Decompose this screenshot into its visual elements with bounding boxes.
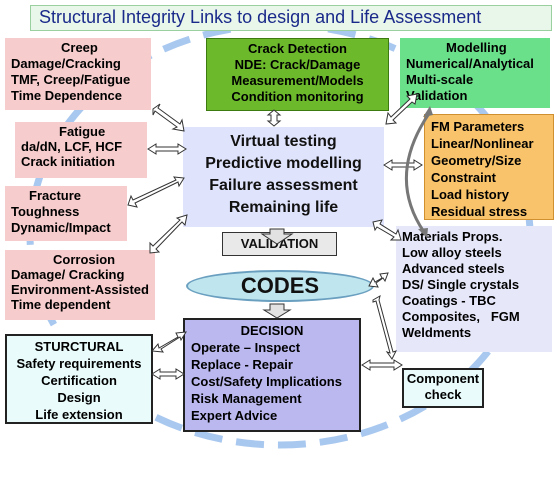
crack-detection-line: Measurement/Models: [231, 73, 364, 88]
structural-heading: STURCTURAL: [34, 339, 124, 354]
corrosion-box: Corrosion Damage/ Cracking Environment-A…: [5, 250, 155, 320]
creep-heading: Creep: [61, 40, 98, 55]
crack-detection-line: Condition monitoring: [231, 89, 364, 104]
fracture-line: Dynamic/Impact: [11, 220, 111, 235]
fatigue-box: Fatigue da/dN, LCF, HCF Crack initiation: [15, 122, 147, 178]
component-check-box: Component check: [402, 368, 484, 408]
crack-detection-heading: Crack Detection: [248, 41, 347, 56]
arrow-decision-component: [361, 359, 403, 371]
decision-line: Risk Management: [191, 391, 302, 406]
structural-line: Design: [57, 390, 101, 405]
fm-line: Constraint: [431, 170, 496, 185]
decision-line: Expert Advice: [191, 408, 278, 423]
virtual-line: Remaining life: [228, 199, 339, 216]
validation-box: VALIDATION: [222, 232, 337, 256]
arrow-fm-virtual: [383, 159, 423, 171]
creep-line: Time Dependence: [11, 88, 123, 103]
modelling-line: Multi-scale: [406, 72, 474, 87]
arrow-codes-decision: [262, 303, 292, 319]
component-line: Component: [406, 371, 480, 386]
component-line: check: [424, 387, 462, 402]
arrow-decision-structural: [151, 368, 185, 380]
corrosion-line: Time dependent: [11, 297, 111, 312]
fatigue-line: Crack initiation: [21, 154, 115, 169]
modelling-line: Numerical/Analytical: [406, 56, 534, 71]
fm-parameters-box: FM Parameters Linear/Nonlinear Geometry/…: [424, 114, 554, 220]
arrow-crack-virtual: [266, 109, 282, 127]
arrow-structural-decision: [150, 331, 187, 353]
materials-line: Advanced steels: [402, 261, 505, 276]
corrosion-line: Environment-Assisted: [11, 282, 149, 297]
modelling-line: Validation: [406, 88, 468, 103]
fm-line: Residual stress: [431, 204, 528, 219]
corrosion-line: Damage/ Cracking: [11, 267, 125, 282]
arrow-corrosion-virtual: [149, 214, 188, 254]
structural-line: Safety requirements: [16, 356, 142, 371]
materials-heading: Materials Props.: [402, 229, 503, 244]
creep-box: Creep Damage/Cracking TMF, Creep/Fatigue…: [5, 38, 151, 110]
modelling-box: Modelling Numerical/Analytical Multi-sca…: [400, 38, 550, 108]
fracture-box: Fracture Toughness Dynamic/Impact: [5, 186, 127, 241]
arrow-creep-virtual: [152, 103, 185, 132]
creep-line: TMF, Creep/Fatigue: [11, 72, 131, 87]
decision-box: DECISION Operate – Inspect Replace - Rep…: [183, 318, 361, 432]
materials-line: DS/ Single crystals: [402, 277, 520, 292]
fracture-line: Toughness: [11, 204, 80, 219]
crack-detection-box: Crack Detection NDE: Crack/Damage Measur…: [206, 38, 389, 111]
decision-line: Operate – Inspect: [191, 340, 301, 355]
decision-line: Cost/Safety Implications: [191, 374, 342, 389]
virtual-line: Virtual testing: [230, 133, 337, 150]
codes-ellipse: CODES: [186, 270, 374, 302]
arrow-materials-component: [372, 294, 397, 360]
modelling-heading: Modelling: [446, 40, 507, 55]
fm-line: Linear/Nonlinear: [431, 136, 534, 151]
virtual-line: Predictive modelling: [205, 155, 362, 172]
materials-box: Materials Props. Low alloy steels Advanc…: [396, 226, 552, 352]
fatigue-line: da/dN, LCF, HCF: [21, 139, 123, 154]
materials-line: Weldments: [402, 325, 472, 340]
materials-line: Low alloy steels: [402, 245, 502, 260]
materials-line: Coatings - TBC: [402, 293, 496, 308]
decision-line: Replace - Repair: [191, 357, 293, 372]
corrosion-heading: Corrosion: [53, 252, 116, 267]
fracture-heading: Fracture: [29, 188, 82, 203]
arrow-fatigue-virtual: [147, 143, 187, 155]
materials-line: Composites, FGM: [402, 309, 520, 324]
fm-line: Load history: [431, 187, 510, 202]
fatigue-heading: Fatigue: [59, 124, 106, 139]
structural-line: Life extension: [35, 407, 123, 422]
fm-heading: FM Parameters: [431, 119, 525, 134]
crack-detection-line: NDE: Crack/Damage: [234, 57, 361, 72]
page-title: Structural Integrity Links to design and…: [30, 5, 552, 31]
virtual-line: Failure assessment: [209, 177, 358, 194]
decision-heading: DECISION: [240, 323, 304, 338]
structural-line: Certification: [41, 373, 117, 388]
virtual-testing-box: Virtual testing Predictive modelling Fai…: [183, 127, 384, 227]
arrow-fracture-virtual: [127, 176, 185, 208]
creep-line: Damage/Cracking: [11, 56, 121, 71]
structural-box: STURCTURAL Safety requirements Certifica…: [5, 334, 153, 424]
fm-line: Geometry/Size: [431, 153, 522, 168]
